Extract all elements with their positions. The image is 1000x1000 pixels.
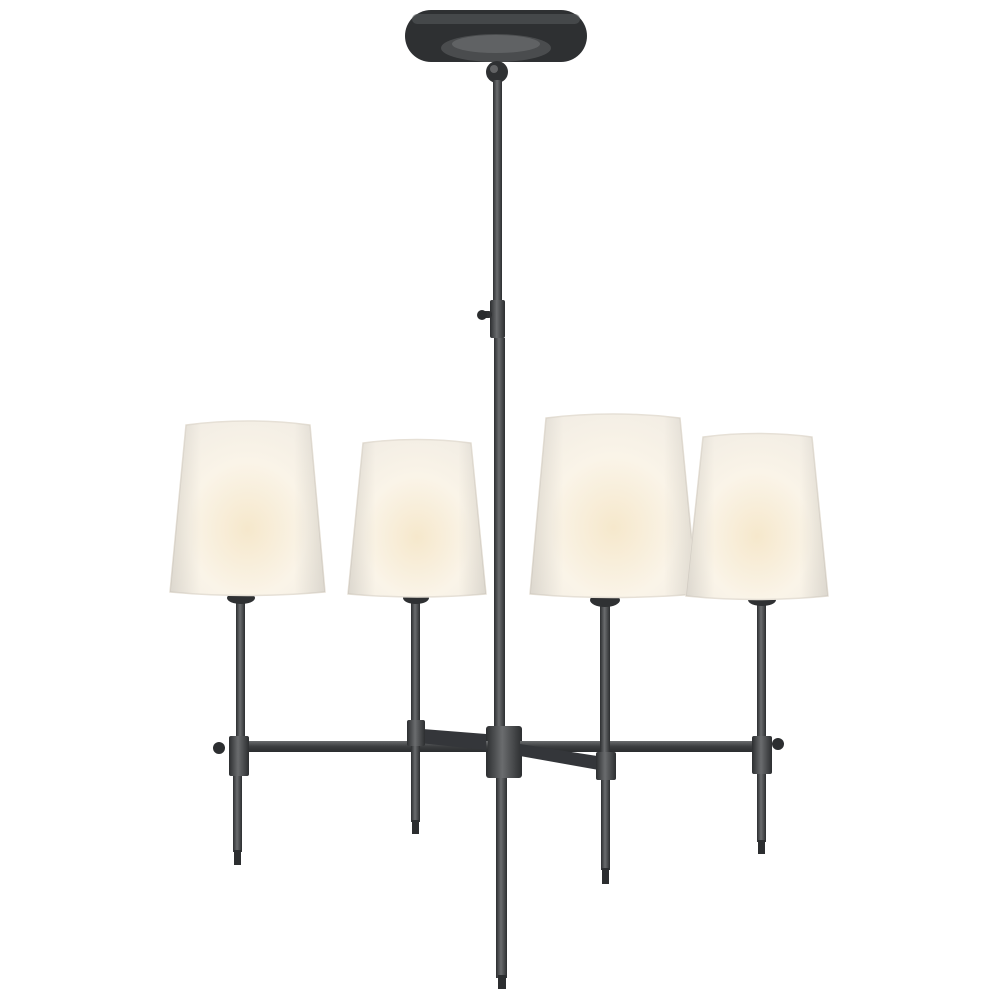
ceiling-canopy (405, 10, 587, 83)
light-arm-4 (748, 594, 776, 854)
lamp-shade-4 (685, 432, 829, 601)
light-arm-3 (590, 593, 620, 884)
light-arm-1 (227, 592, 255, 865)
lamp-shade-2 (347, 438, 487, 598)
light-arm-2 (403, 592, 429, 834)
lamp-shade-3 (529, 413, 698, 599)
center-stem (477, 80, 522, 989)
chandelier-arms (213, 728, 784, 772)
lamp-shade-1 (169, 420, 326, 597)
